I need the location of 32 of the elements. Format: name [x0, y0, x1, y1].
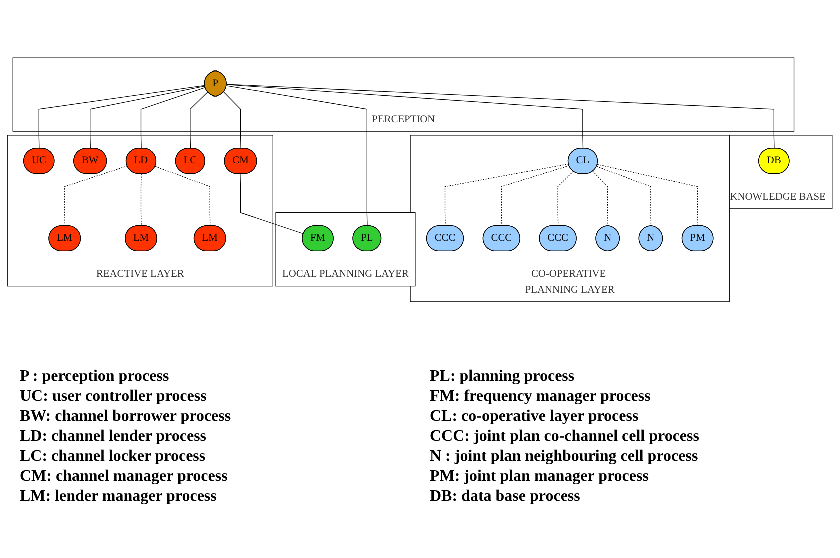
legend-entry: DB: data base process: [430, 488, 582, 506]
connector: [592, 171, 608, 226]
connector: [501, 166, 570, 226]
connector: [444, 164, 570, 226]
connector: [226, 84, 584, 150]
connector: [64, 166, 128, 226]
connector: [155, 166, 211, 226]
connector: [596, 166, 652, 226]
legend-entry: LC: channel locker process: [20, 448, 207, 466]
legend-entry: P : perception process: [20, 368, 170, 386]
connector: [226, 84, 775, 150]
connector: [190, 92, 208, 150]
connector: [226, 86, 368, 226]
connector: [597, 164, 698, 226]
legend-entry: FM: frequency manager process: [430, 388, 652, 406]
legend-entry: UC: user controller process: [20, 388, 208, 406]
legend-entry: CCC: joint plan co-channel cell process: [430, 428, 700, 446]
legend-entry: CM: channel manager process: [20, 468, 229, 486]
legend-entry: CL: co-operative layer process: [430, 408, 640, 426]
legend-entry: LD: channel lender process: [20, 428, 208, 446]
connector: [240, 174, 304, 234]
connector: [140, 174, 142, 226]
legend-entry: PL: planning process: [430, 368, 576, 386]
legend-entry: BW: channel borrower process: [20, 408, 232, 426]
connector: [224, 92, 242, 150]
legend-entry: PM: joint plan manager process: [430, 468, 650, 486]
connector: [140, 87, 206, 150]
legend-entry: N : joint plan neighbouring cell process: [430, 448, 700, 466]
legend-entry: LM: lender manager process: [20, 488, 218, 506]
connector: [558, 171, 574, 226]
connector: [38, 85, 206, 150]
connector: [90, 86, 206, 150]
